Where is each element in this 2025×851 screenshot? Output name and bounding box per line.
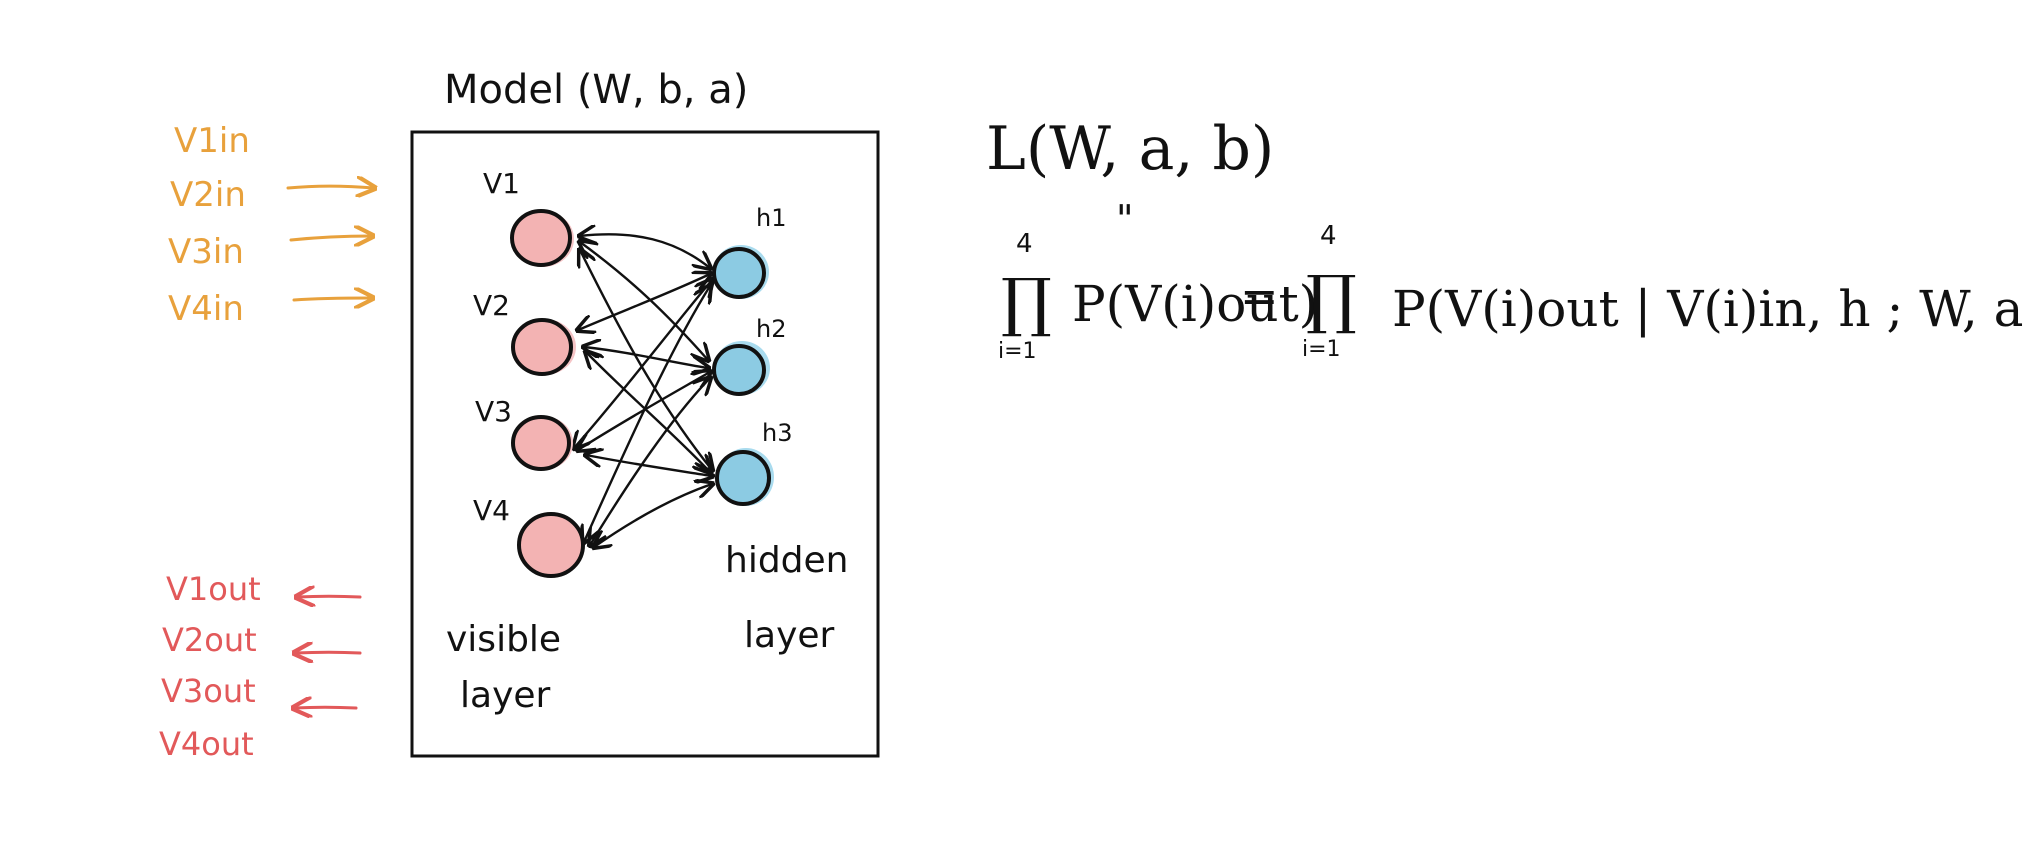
left-product-lower: i=1 <box>998 339 1037 364</box>
output-label-v1: V1out <box>166 570 261 608</box>
left-product-symbol: ∏ <box>1001 266 1052 340</box>
input-arrow-2 <box>286 186 374 188</box>
left-product-upper: 4 <box>1016 229 1033 259</box>
visible-node-label-v2: V2 <box>473 289 510 322</box>
output-label-v2: V2out <box>162 621 257 659</box>
visible-node-v2: V2 <box>473 289 576 376</box>
model-box <box>410 130 880 758</box>
hidden-node-label-h2: h2 <box>756 315 786 343</box>
connection-v4-h3 <box>594 484 712 547</box>
visible-node-v3: V3 <box>475 395 573 471</box>
input-label-v2: V2in <box>170 175 246 215</box>
ditto-mark: " <box>1116 197 1133 241</box>
output-arrow-3 <box>294 707 358 708</box>
hidden-layer-nodes: h1 h2 h3 <box>712 204 792 506</box>
hidden-node-h3: h3 <box>715 419 792 506</box>
connection-v1-h1 <box>580 234 710 268</box>
output-arrow-2 <box>295 652 362 653</box>
left-probability-term: P(V(i)out) <box>1072 275 1318 333</box>
hidden-node-h1: h1 <box>712 204 786 299</box>
input-arrows <box>286 186 374 300</box>
hidden-node-h2: h2 <box>712 315 786 396</box>
visible-node-label-v3: V3 <box>475 395 512 428</box>
hidden-node-label-h3: h3 <box>762 419 792 447</box>
loss-expression: L(W, a, b) <box>986 114 1274 184</box>
output-arrows <box>294 596 362 708</box>
connection-v2-h2 <box>584 347 708 368</box>
right-product-lower: i=1 <box>1302 337 1341 362</box>
input-label-v3: V3in <box>168 232 244 272</box>
model-title: Model (W, b, a) <box>444 67 748 113</box>
input-labels: V1in V2in V3in V4in <box>168 121 250 329</box>
equals-sign: = <box>1240 269 1279 323</box>
right-product-symbol: ∏ <box>1306 263 1357 337</box>
visible-layer-label-line2: layer <box>460 675 551 716</box>
hidden-node-label-h1: h1 <box>756 204 786 232</box>
input-label-v1: V1in <box>174 121 250 161</box>
output-label-v3: V3out <box>161 672 256 710</box>
connection-v4-h2 <box>590 378 710 545</box>
input-label-v4: V4in <box>168 289 244 329</box>
input-arrow-4 <box>292 298 372 300</box>
likelihood-equations: L(W, a, b) " 4 ∏ i=1 P(V(i)out) = 4 ∏ i=… <box>986 114 2025 364</box>
visible-layer-nodes: V1 V2 V3 V4 <box>473 167 585 578</box>
output-arrow-1 <box>297 596 362 597</box>
input-arrow-3 <box>289 236 372 240</box>
right-product-upper: 4 <box>1320 221 1337 251</box>
visible-node-v4: V4 <box>473 494 585 578</box>
output-label-v4: V4out <box>159 725 254 763</box>
right-probability-term: P(V(i)out | V(i)in, h ; W, a, b) <box>1392 280 2025 338</box>
visible-node-label-v4: V4 <box>473 494 510 527</box>
connection-v3-h3 <box>586 455 712 476</box>
hidden-layer-label-line2: layer <box>744 615 835 656</box>
visible-node-v1: V1 <box>483 167 574 267</box>
weight-connections <box>574 234 712 547</box>
visible-layer-label-line1: visible <box>446 619 561 660</box>
visible-node-label-v1: V1 <box>483 167 520 200</box>
connection-v1-h2 <box>580 242 708 360</box>
hidden-layer-label-line1: hidden <box>725 540 849 581</box>
output-labels: V1out V2out V3out V4out <box>159 570 261 763</box>
